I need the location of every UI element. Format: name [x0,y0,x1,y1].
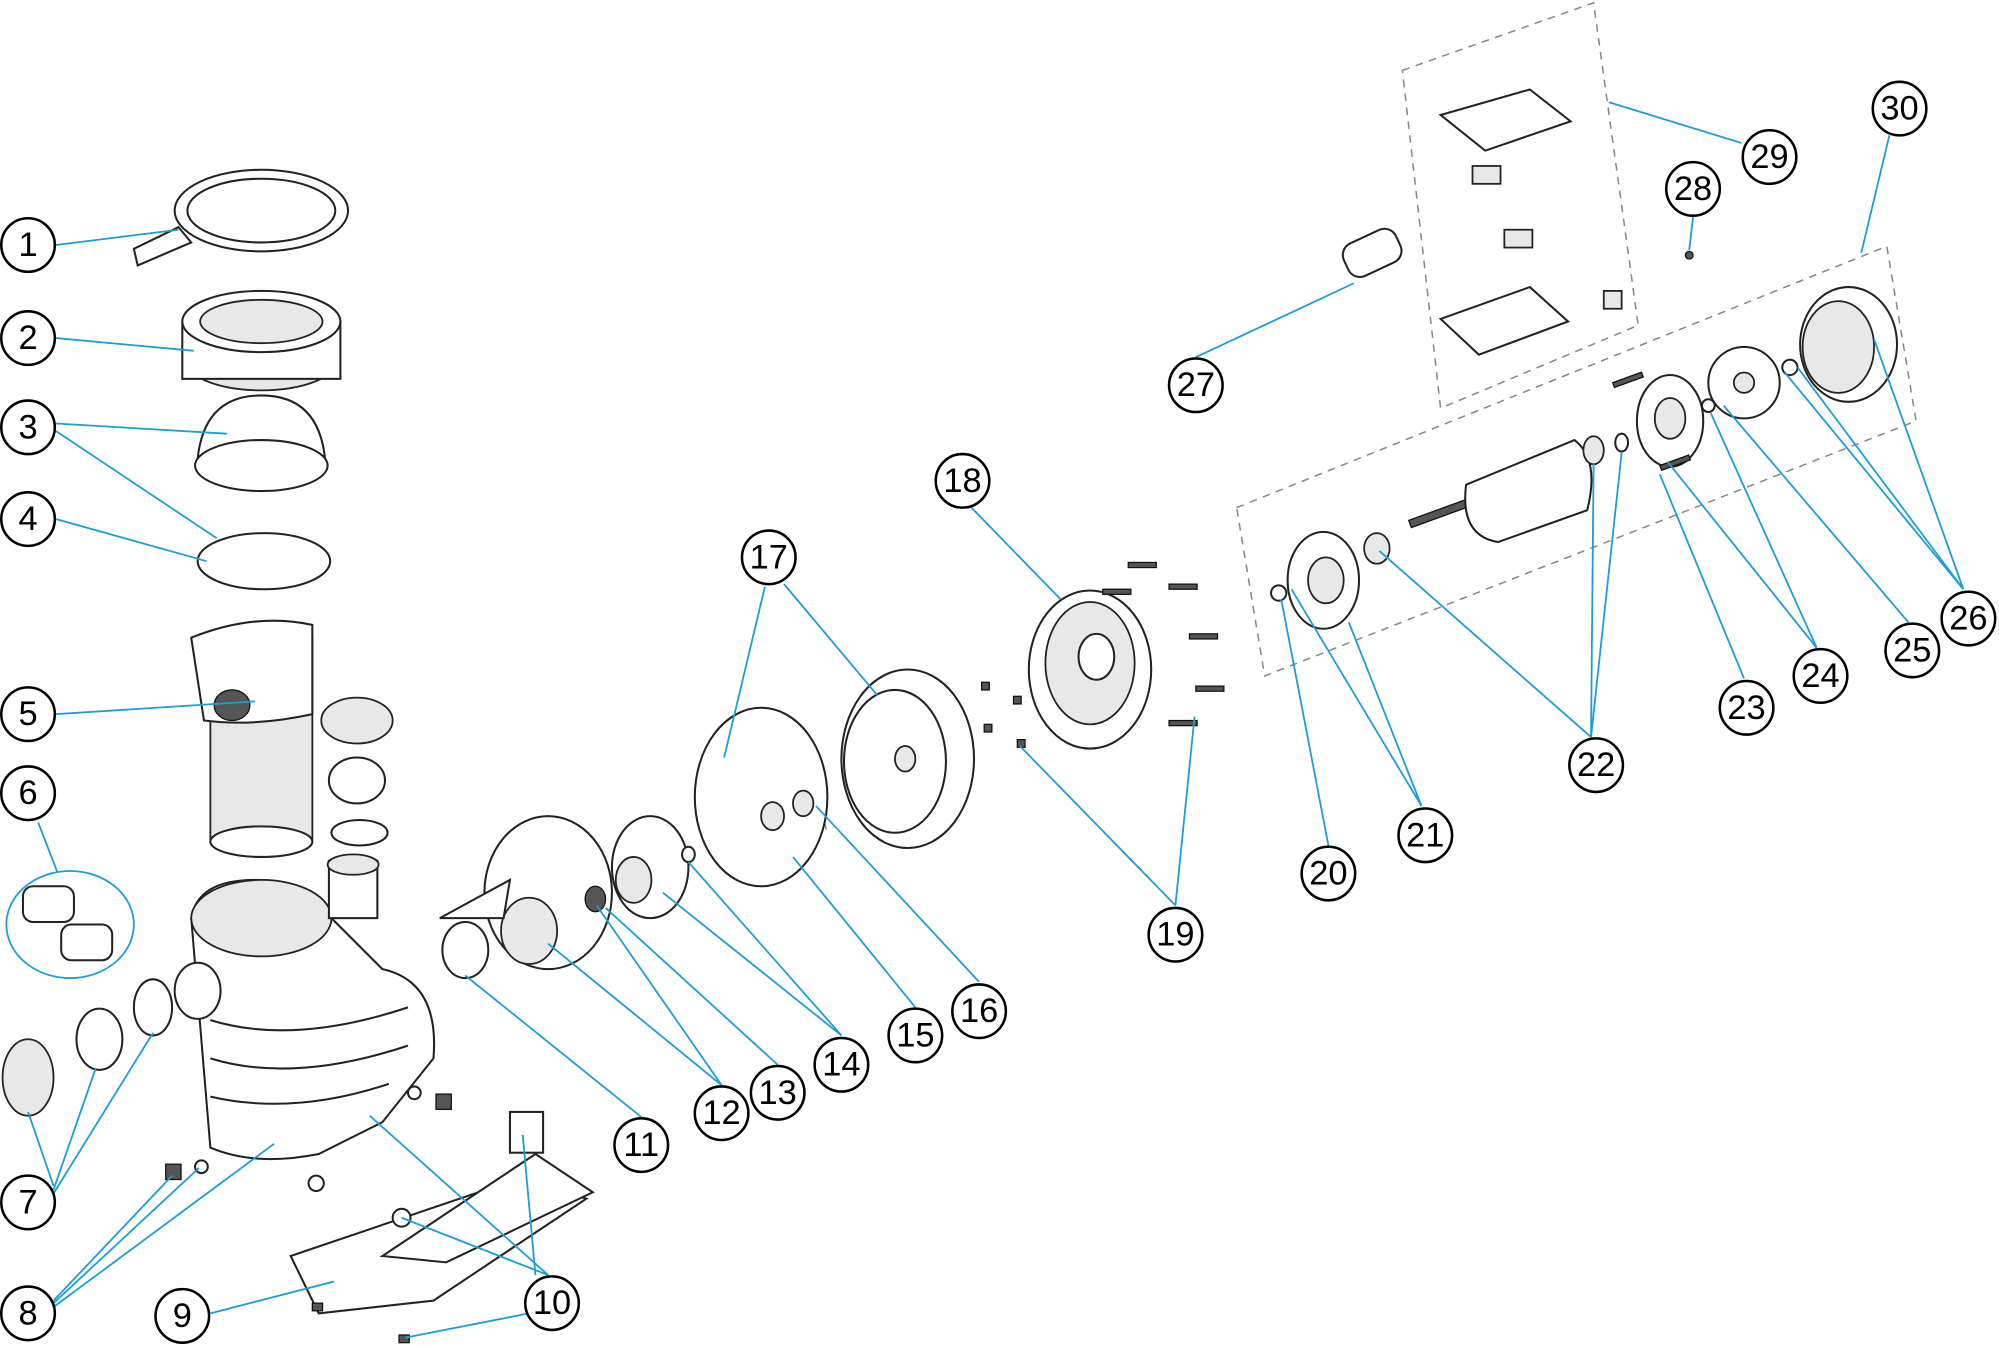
svg-text:25: 25 [1893,631,1931,669]
svg-text:29: 29 [1750,138,1788,176]
part-diffuser [439,815,613,971]
part-motor [1407,438,1593,544]
part-union-set-front [1,978,174,1117]
callout-28: 28 [1664,160,1722,217]
svg-text:21: 21 [1406,816,1444,854]
svg-text:12: 12 [702,1094,740,1132]
part-impeller [584,815,690,920]
svg-text:5: 5 [18,695,37,733]
part-front-flange [1286,530,1361,630]
callout-17: 17 [740,529,797,586]
svg-text:15: 15 [896,1016,934,1054]
callout-11: 11 [613,1117,670,1174]
svg-text:30: 30 [1880,90,1918,128]
callout-2: 2 [0,310,57,367]
part-front-washer [1270,584,1288,602]
part-rear-bearing [1582,432,1630,466]
callout-4: 4 [0,491,57,548]
svg-text:4: 4 [18,500,37,538]
svg-text:17: 17 [750,538,788,576]
part-lid-key [132,168,350,267]
part-terminal-box [1438,88,1623,356]
part-bolts [981,561,1225,748]
callout-15: 15 [887,1007,944,1064]
callout-24: 24 [1792,647,1849,704]
svg-text:14: 14 [822,1046,860,1084]
svg-text:8: 8 [18,1294,37,1332]
callout-16: 16 [951,983,1008,1040]
part-diffuser-oring [441,920,490,980]
part-fan [1707,345,1781,420]
part-lid [194,394,329,493]
part-adaptors [5,870,135,979]
svg-text:26: 26 [1949,600,1987,638]
callout-1: 1 [0,216,57,274]
svg-text:2: 2 [18,319,37,357]
part-mechanical-seal [760,789,815,832]
part-fan-cover [1799,286,1899,403]
callout-8: 8 [0,1285,57,1342]
leader-lines [27,101,1965,1339]
callout-27: 27 [1167,357,1224,414]
callout-12: 12 [693,1085,750,1142]
svg-text:1: 1 [18,226,37,264]
part-lid-ring [181,289,342,392]
callout-18: 18 [934,452,991,509]
part-impeller-washer [681,845,696,864]
part-base [289,1110,595,1344]
part-seal-plate-oring [693,706,829,888]
svg-text:23: 23 [1727,689,1765,727]
svg-text:19: 19 [1156,916,1194,954]
callout-21: 21 [1397,807,1454,864]
svg-text:27: 27 [1177,366,1215,404]
callout-3: 3 [0,399,57,456]
callout-25: 25 [1884,622,1941,679]
part-fan-clip [1700,398,1716,414]
callout-30: 30 [1871,80,1928,137]
callout-19: 19 [1147,906,1204,963]
callout-13: 13 [749,1064,806,1121]
part-pump-body [173,853,436,1161]
motor-assembly-group-box [1235,245,1917,677]
svg-text:3: 3 [18,408,37,446]
callout-20: 20 [1300,845,1357,902]
callout-23: 23 [1718,679,1775,736]
svg-text:18: 18 [943,462,981,500]
svg-text:20: 20 [1309,855,1347,893]
svg-text:10: 10 [533,1284,571,1322]
part-screw [1684,250,1694,260]
callout-29: 29 [1741,128,1798,186]
part-union-set [320,696,394,847]
part-drain-plugs [165,1085,452,1181]
svg-text:7: 7 [18,1183,37,1221]
svg-text:16: 16 [960,992,998,1030]
part-basket [190,619,314,858]
callout-14: 14 [813,1036,870,1093]
part-front-bearing [1363,532,1391,565]
svg-text:24: 24 [1801,657,1839,695]
svg-text:13: 13 [759,1074,797,1112]
svg-text:22: 22 [1577,746,1615,784]
part-capacitor [1341,227,1403,279]
callout-6: 6 [0,765,57,822]
part-rear-flange [1611,371,1705,472]
terminal-box-group-box [1401,1,1640,410]
callout-9: 9 [154,1287,211,1344]
svg-text:11: 11 [623,1126,659,1164]
part-lid-oring [196,532,332,591]
svg-text:28: 28 [1674,170,1712,208]
callout-7: 7 [0,1174,57,1231]
part-motor-bracket [1027,589,1153,750]
callout-10: 10 [523,1275,581,1332]
part-seal-plate [840,668,976,850]
svg-text:9: 9 [173,1297,192,1335]
callout-22: 22 [1568,737,1625,794]
callout-5: 5 [0,686,57,743]
callout-26: 26 [1940,590,1997,647]
svg-text:6: 6 [18,774,37,812]
